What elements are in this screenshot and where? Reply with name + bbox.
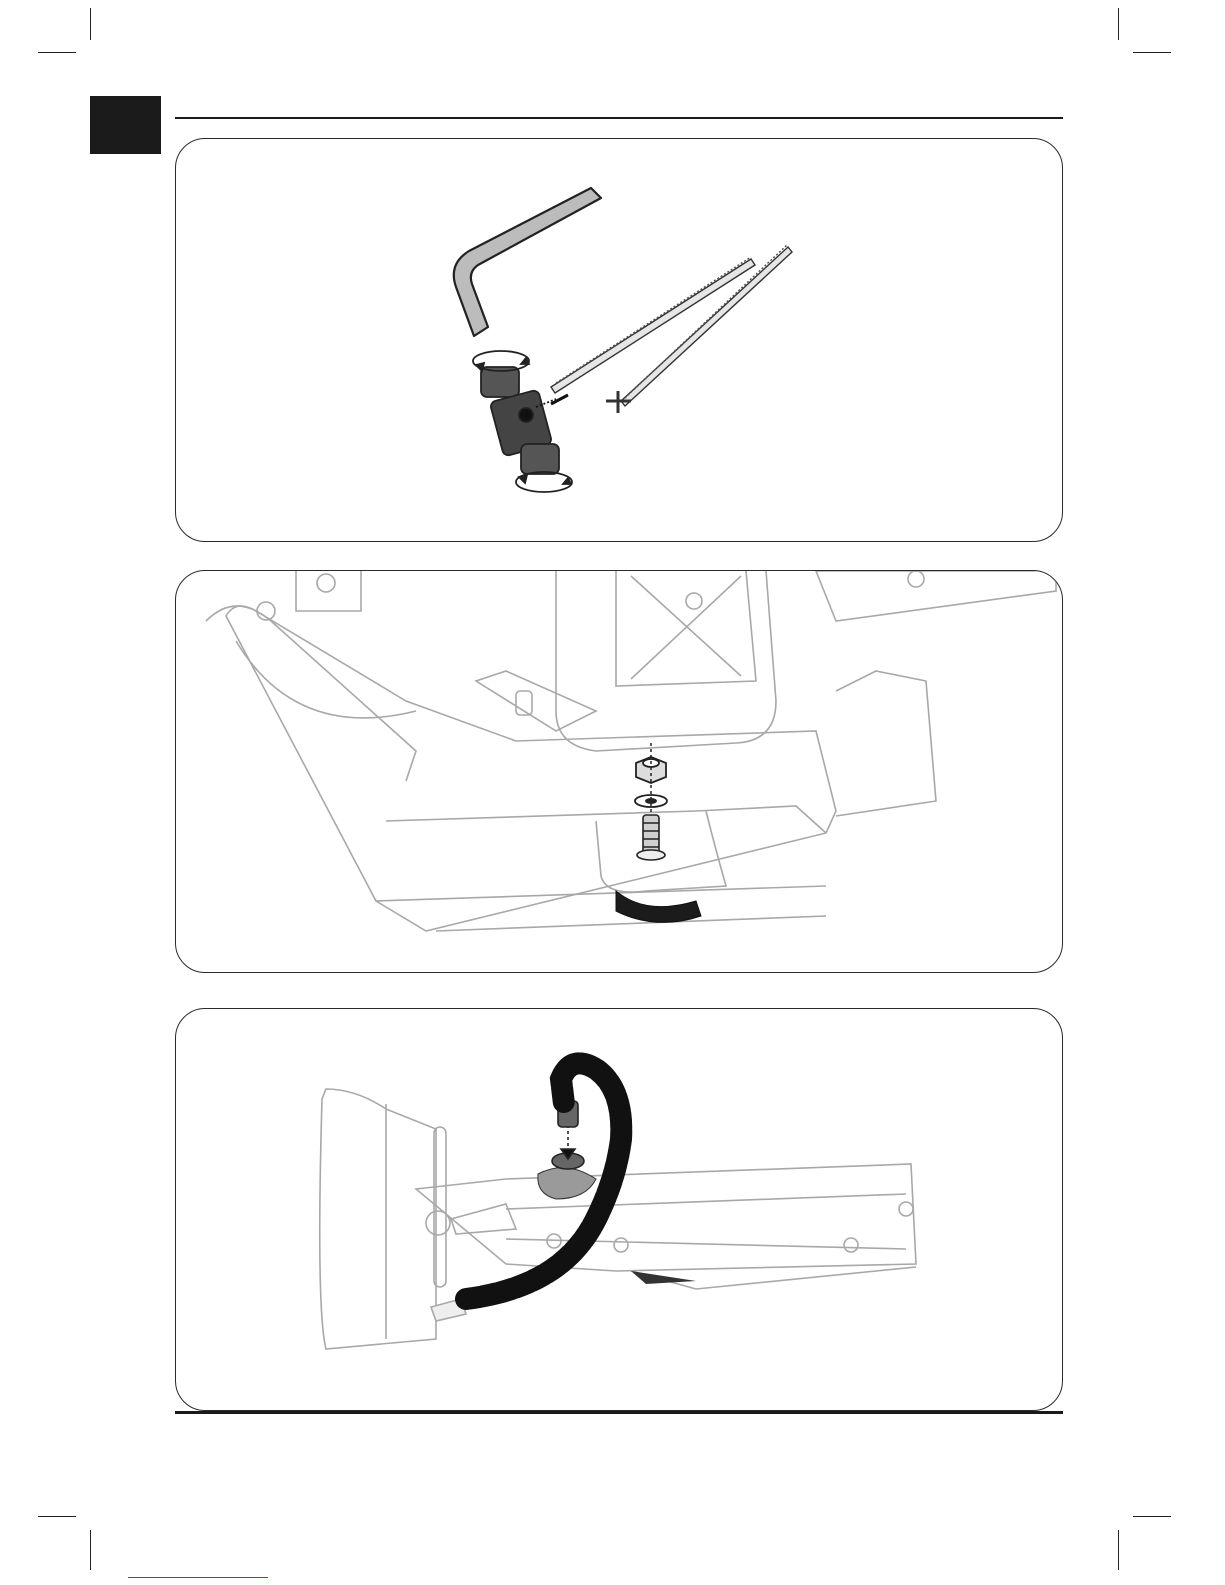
- figure-base-mount: [175, 570, 1063, 973]
- footer-link-underline[interactable]: [128, 1577, 268, 1578]
- figure-blade-clamp: [175, 138, 1063, 542]
- blade-clamp-icon: [481, 367, 568, 474]
- crop-mark-bottom-right-v: [1118, 1530, 1119, 1570]
- blade-clamp-illustration: [176, 139, 1063, 542]
- language-tab-block: [90, 96, 161, 154]
- crop-mark-bottom-left-h: [38, 1516, 76, 1517]
- threaded-stud-icon: [637, 815, 665, 860]
- crop-mark-bottom-right-h: [1133, 1516, 1171, 1517]
- footer-rule: [175, 1411, 1063, 1414]
- allen-key-icon: [454, 188, 601, 336]
- crop-mark-bottom-left-v: [90, 1530, 91, 1570]
- flex-lamp-illustration: [176, 1009, 1063, 1411]
- figure-flex-lamp: [175, 1008, 1063, 1411]
- crop-mark-top-left-v: [90, 8, 91, 40]
- header-rule: [175, 117, 1063, 119]
- crop-mark-top-left-h: [38, 52, 76, 53]
- crop-mark-top-right-v: [1118, 8, 1119, 40]
- crop-mark-top-right-h: [1133, 52, 1171, 53]
- base-mount-illustration: [176, 571, 1063, 973]
- saw-blade-icon: [551, 245, 792, 413]
